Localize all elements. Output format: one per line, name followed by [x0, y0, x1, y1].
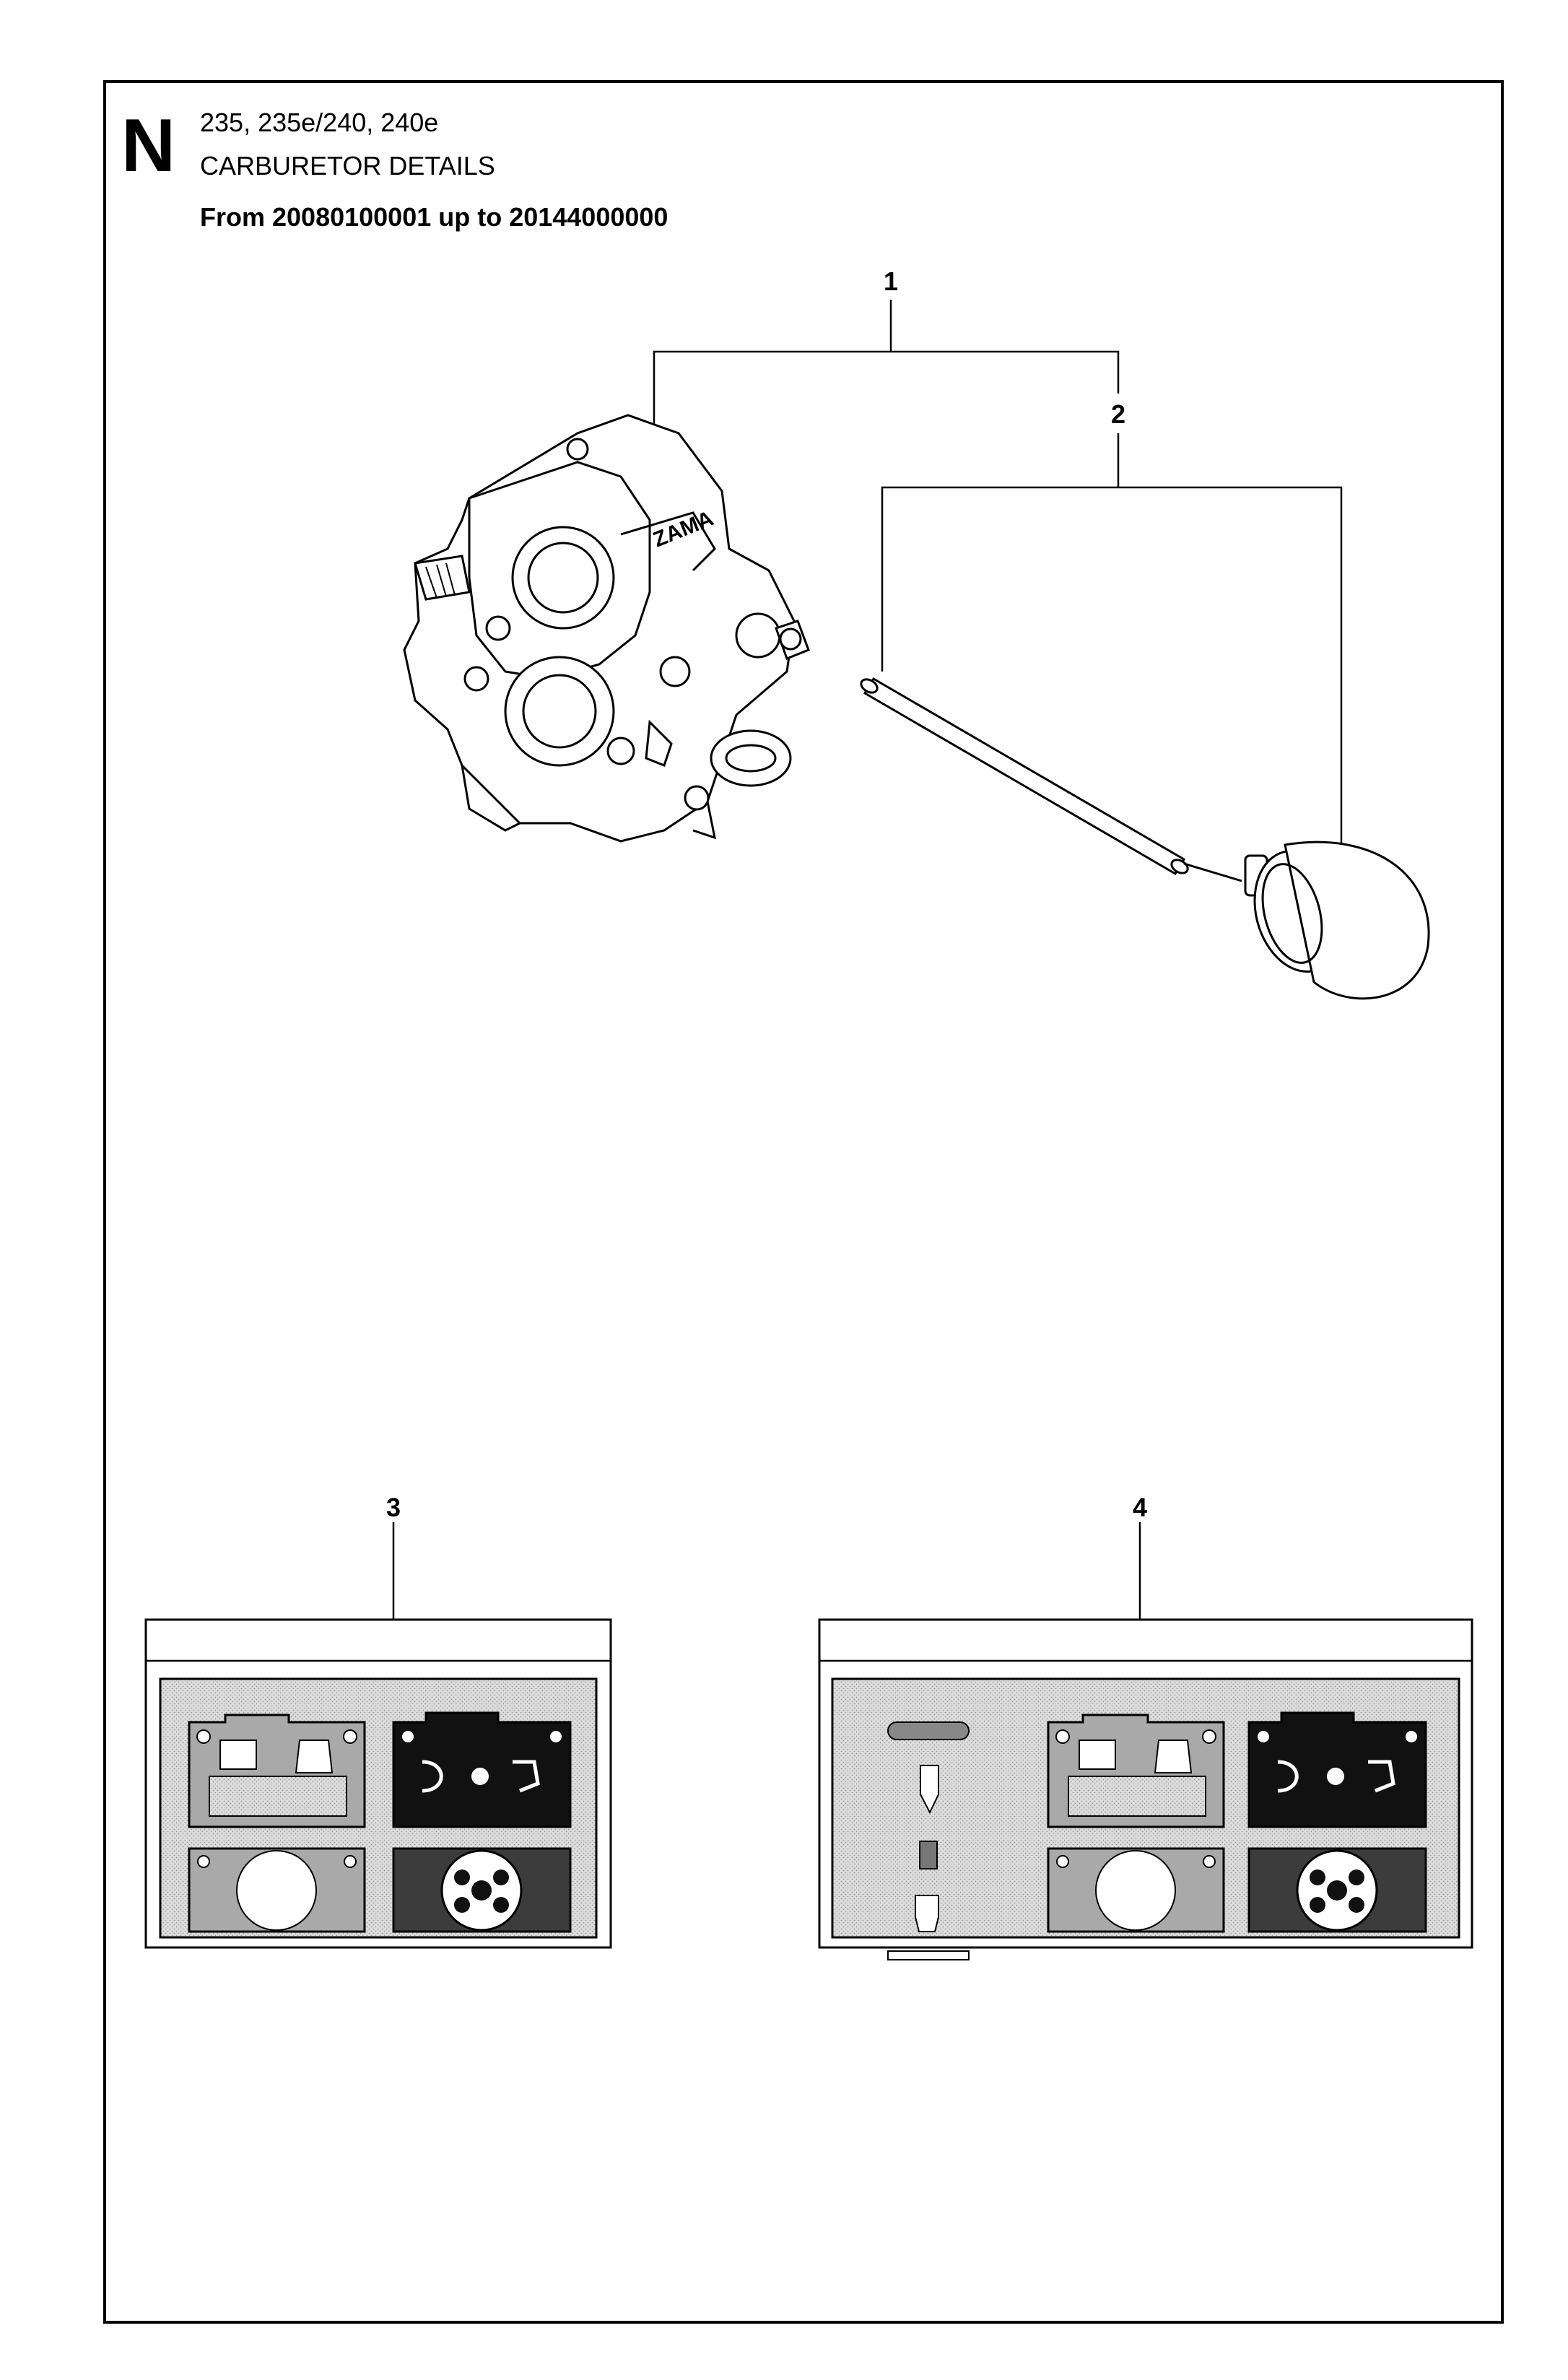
- carburetor-drawing: [403, 414, 810, 843]
- gasket-kit-3-drawing: [144, 1522, 612, 1949]
- primer-bulb-drawing: [860, 677, 1430, 1000]
- page-title: CARBURETOR DETAILS: [200, 151, 495, 181]
- gasket-kit-4-drawing: [818, 1522, 1473, 1960]
- callout-2: 2: [1110, 399, 1126, 429]
- leader-lines-1: [653, 300, 1120, 426]
- callout-4: 4: [1132, 1493, 1148, 1522]
- callout-3: 3: [386, 1493, 401, 1522]
- serial-range: From 20080100001 up to 20144000000: [200, 202, 668, 232]
- leader-lines-2: [881, 433, 1343, 851]
- model-list: 235, 235e/240, 240e: [200, 108, 439, 137]
- section-letter: N: [121, 104, 176, 188]
- page-frame: [103, 80, 1504, 2324]
- callout-1: 1: [883, 266, 899, 296]
